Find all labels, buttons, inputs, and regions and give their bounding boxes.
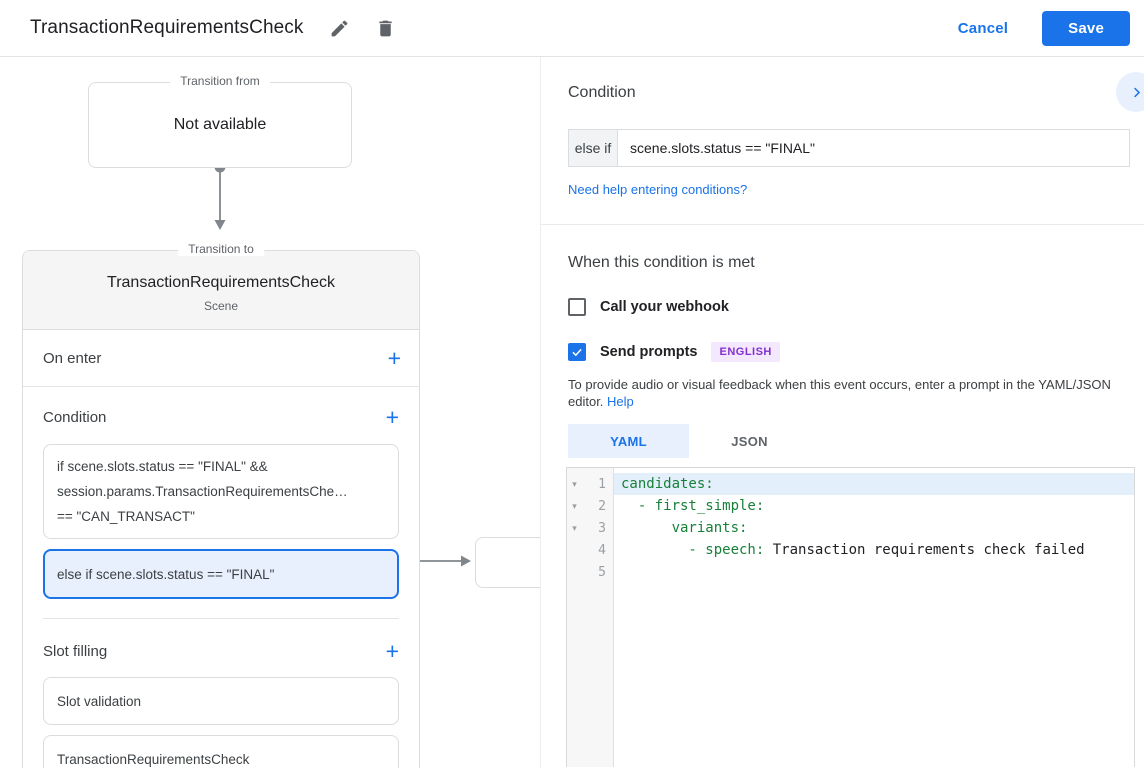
send-prompts-checkbox[interactable] [568, 343, 586, 361]
code-line [614, 561, 1134, 583]
checkmark-icon [572, 348, 582, 357]
help-link[interactable]: Help [607, 394, 634, 409]
add-slot-button[interactable]: + [385, 638, 399, 664]
transition-from-content: Not available [173, 116, 267, 133]
transition-target-node[interactable] [475, 537, 540, 588]
condition-detail-panel: Condition else if scene.slots.status == … [540, 57, 1144, 768]
code-line: candidates: [614, 473, 1134, 495]
slot-transaction-item[interactable]: TransactionRequirementsCheck [43, 735, 399, 768]
editor-format-tabs: YAML JSON [568, 424, 1130, 458]
transition-to-legend: Transition to [178, 242, 264, 256]
scene-diagram-canvas: Transition from Not available Transition… [0, 57, 540, 768]
condition-line: if scene.slots.status == "FINAL" && [57, 459, 268, 474]
scene-card-header[interactable]: TransactionRequirementsCheck Scene [23, 251, 419, 330]
yaml-value: Transaction requirements check failed [764, 542, 1085, 558]
line-number: 3 [598, 520, 606, 536]
trash-icon [375, 18, 396, 39]
yaml-key: variants: [621, 520, 748, 536]
send-prompts-label: Send prompts [600, 344, 698, 360]
yaml-key: - first_simple: [621, 498, 765, 514]
when-condition-met-section: When this condition is met Call your web… [541, 225, 1144, 767]
tab-yaml[interactable]: YAML [568, 424, 689, 458]
yaml-key: candidates: [621, 476, 714, 492]
on-enter-row[interactable]: On enter + [23, 330, 419, 387]
line-number: 2 [598, 498, 606, 514]
condition-item-if[interactable]: if scene.slots.status == "FINAL" && sess… [43, 444, 399, 539]
delete-scene-button[interactable] [374, 16, 398, 40]
condition-section: Condition + if scene.slots.status == "FI… [23, 387, 419, 619]
slot-filling-section: Slot filling + Slot validation Transacti… [23, 619, 419, 768]
add-condition-button[interactable]: + [385, 404, 399, 430]
helper-text: To provide audio or visual feedback when… [568, 377, 1111, 409]
line-number: 1 [598, 476, 606, 492]
pencil-icon [329, 18, 350, 39]
code-line: variants: [614, 517, 1134, 539]
condition-help-link[interactable]: Need help entering conditions? [568, 182, 748, 197]
code-line: - speech: Transaction requirements check… [614, 539, 1134, 561]
line-number: 4 [598, 542, 606, 558]
transition-to-card: Transition to TransactionRequirementsChe… [22, 242, 420, 768]
cancel-button[interactable]: Cancel [957, 19, 1009, 37]
condition-section-label: Condition [43, 408, 107, 426]
fold-arrow-icon[interactable]: ▾ [572, 478, 577, 489]
panel-title: Condition [568, 84, 636, 101]
editor-code-area[interactable]: candidates: - first_simple: variants: - … [614, 468, 1134, 767]
yaml-key: - speech: [621, 542, 765, 558]
code-line: - first_simple: [614, 495, 1134, 517]
transition-from-legend: Transition from [170, 74, 270, 88]
webhook-check-row: Call your webhook [568, 298, 1130, 316]
when-met-heading: When this condition is met [568, 254, 755, 271]
fold-arrow-icon[interactable]: ▾ [572, 522, 577, 533]
language-badge: ENGLISH [711, 342, 780, 362]
condition-item-elseif-selected[interactable]: else if scene.slots.status == "FINAL" [43, 549, 399, 599]
slot-validation-item[interactable]: Slot validation [43, 677, 399, 725]
line-number: 5 [598, 564, 606, 580]
transition-from-box: Transition from Not available [88, 74, 352, 168]
fold-arrow-icon[interactable]: ▾ [572, 500, 577, 511]
call-webhook-checkbox[interactable] [568, 298, 586, 316]
app-bar: TransactionRequirementsCheck Cancel Save [0, 0, 1144, 57]
edit-title-button[interactable] [328, 16, 352, 40]
collapse-panel-button[interactable] [1116, 72, 1144, 112]
condition-expression-input[interactable]: scene.slots.status == "FINAL" [630, 140, 816, 156]
condition-prefix-label: else if [569, 130, 618, 166]
scene-card-title: TransactionRequirementsCheck [107, 273, 335, 291]
condition-line: session.params.TransactionRequirementsCh… [57, 484, 348, 499]
editor-gutter: ▾ 1 ▾ 2 ▾ 3 4 5 [567, 468, 614, 767]
save-button[interactable]: Save [1042, 10, 1130, 46]
scene-card-subtitle: Scene [203, 298, 239, 313]
chevron-right-icon [1129, 85, 1144, 100]
add-on-enter-button[interactable]: + [387, 345, 401, 371]
call-webhook-label: Call your webhook [600, 299, 729, 315]
tab-json[interactable]: JSON [689, 424, 810, 458]
condition-input-row: else if scene.slots.status == "FINAL" [568, 129, 1130, 167]
condition-editor-section: Condition else if scene.slots.status == … [541, 57, 1144, 225]
on-enter-label: On enter [43, 349, 102, 367]
page-title: TransactionRequirementsCheck [30, 17, 304, 38]
prompts-check-row: Send prompts ENGLISH [568, 342, 1130, 362]
condition-line: == "CAN_TRANSACT" [57, 509, 195, 524]
condition-line: else if scene.slots.status == "FINAL" [57, 566, 275, 582]
slot-filling-label: Slot filling [43, 642, 108, 660]
prompt-helper-text: To provide audio or visual feedback when… [568, 376, 1140, 410]
yaml-code-editor[interactable]: ▾ 1 ▾ 2 ▾ 3 4 5 candidates: - first_simple:… [566, 467, 1135, 767]
